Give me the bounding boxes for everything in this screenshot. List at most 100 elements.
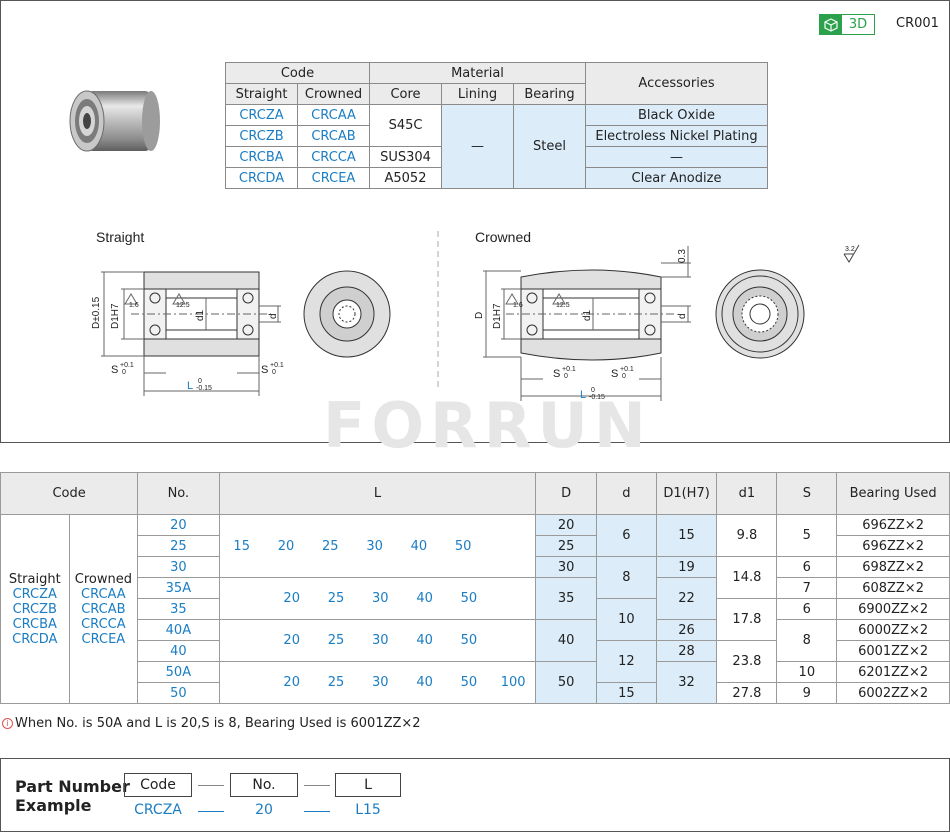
L-value[interactable]: 25 — [327, 675, 345, 690]
3d-model-button[interactable]: 3D — [819, 14, 875, 35]
L-value[interactable]: 100 — [500, 675, 526, 690]
D1-cell: 15 — [655, 514, 718, 557]
core-cell: SUS304 — [369, 146, 442, 168]
dim-L-tol-up: 0 — [198, 378, 202, 385]
code-crowned-cell[interactable]: CRCEA — [297, 167, 370, 189]
L-value[interactable]: 50 — [454, 538, 472, 554]
dim-crown-0-3: 0.3 — [677, 249, 688, 263]
d1-cell: 17.8 — [716, 598, 778, 641]
3d-label: 3D — [848, 17, 868, 32]
code-straight-cell[interactable]: CRCDA — [225, 167, 298, 189]
L-value[interactable]: 40 — [410, 538, 428, 554]
part-L-box: L — [335, 773, 401, 797]
S-cell: 6 — [776, 598, 838, 620]
no-cell[interactable]: 25 — [137, 535, 220, 557]
dim-D: D — [474, 312, 485, 319]
code-link[interactable]: CRCAA — [81, 586, 126, 602]
L-value[interactable]: 50 — [460, 633, 478, 648]
no-cell[interactable]: 50 — [137, 682, 220, 704]
code-link[interactable]: CRCEA — [81, 631, 126, 647]
product-info-panel: 3D CR001 Code Material Accessories Strai… — [0, 0, 950, 462]
material-header: Material — [369, 62, 586, 84]
dim-S-left: S — [553, 368, 560, 380]
code-link[interactable]: CRCCA — [81, 616, 126, 632]
d1-cell: 9.8 — [716, 514, 778, 557]
roughness-3-2: 3.2 — [845, 246, 855, 253]
accessories-header: Accessories — [585, 62, 768, 105]
L-value[interactable]: 30 — [366, 538, 383, 554]
L-value[interactable]: 40 — [416, 591, 433, 606]
technical-drawing: Straight Crowned — [91, 229, 860, 401]
L-value[interactable]: 30 — [372, 633, 389, 648]
code-link[interactable]: CRCBA — [12, 616, 57, 632]
part-no-box: No. — [230, 773, 298, 797]
L-value[interactable]: 25 — [322, 538, 339, 554]
D-cell: 35 — [535, 577, 598, 620]
L-value[interactable]: 20 — [283, 675, 300, 690]
no-cell[interactable]: 35 — [137, 598, 220, 620]
part-number-title-line2: Example — [15, 796, 92, 815]
d1-cell: 14.8 — [716, 556, 778, 599]
info-icon: i — [2, 718, 13, 729]
L-value[interactable]: 40 — [416, 675, 433, 690]
accessory-cell: Electroless Nickel Plating — [585, 125, 768, 147]
code-link[interactable]: CRCAB — [81, 601, 126, 617]
dim-L: L — [580, 389, 586, 401]
S-cell: 6 — [776, 556, 838, 578]
no-cell[interactable]: 30 — [137, 556, 220, 578]
crowned-header: Crowned — [297, 83, 370, 105]
no-cell[interactable]: 35A — [137, 577, 220, 599]
L-value[interactable]: 50 — [460, 675, 478, 690]
L-value[interactable]: 30 — [372, 591, 389, 606]
part-connector — [198, 785, 224, 786]
part-code-box: Code — [124, 773, 192, 797]
L-value[interactable]: 25 — [327, 633, 345, 648]
roller-product-image — [69, 90, 160, 152]
part-number-title-line1: Part Number — [15, 777, 130, 796]
D1-cell: 22 — [655, 577, 718, 620]
code-link[interactable]: CRCZA — [12, 586, 57, 602]
spec-code-header: Code — [0, 472, 139, 515]
bearing-cell: 6001ZZ×2 — [836, 640, 950, 662]
dim-D1: D1H7 — [492, 303, 503, 329]
code-straight-cell[interactable]: CRCBA — [225, 146, 298, 168]
S-cell: 7 — [776, 577, 838, 599]
part-code-value: CRCZA — [134, 802, 182, 818]
spec-d1-header: d1 — [716, 472, 778, 515]
L-value[interactable]: 25 — [327, 591, 345, 606]
L-cell: 20 25 30 40 50 — [218, 577, 537, 620]
code-link[interactable]: CRCDA — [12, 631, 58, 647]
straight-label: Straight — [8, 571, 61, 587]
spec-bearing-header: Bearing Used — [836, 472, 950, 515]
L-value[interactable]: 15 — [233, 538, 250, 554]
L-value[interactable]: 50 — [460, 591, 478, 606]
no-cell[interactable]: 40 — [137, 640, 220, 662]
dim-S-tol-up: +0.1 — [620, 366, 634, 373]
no-cell[interactable]: 50A — [137, 661, 220, 683]
roughness-symbol — [843, 244, 860, 263]
accessory-cell: Black Oxide — [585, 104, 768, 126]
core-header: Core — [369, 83, 442, 105]
spec-D-header: D — [535, 472, 598, 515]
code-crowned-cell[interactable]: CRCAA — [297, 104, 370, 126]
L-cell: 20 25 30 40 50 100 — [218, 661, 537, 704]
L-cell: 20 25 30 40 50 — [218, 619, 537, 662]
straight-title: Straight — [96, 229, 144, 245]
dim-L: L — [187, 380, 193, 392]
spec-note: i When No. is 50A and L is 20,S is 8, Be… — [2, 716, 421, 731]
roughness-1-6: 1.6 — [513, 302, 523, 309]
L-value[interactable]: 20 — [277, 538, 295, 554]
no-cell[interactable]: 40A — [137, 619, 220, 641]
L-value[interactable]: 20 — [283, 591, 300, 606]
dim-S-tol-up: +0.1 — [270, 362, 284, 369]
no-cell[interactable]: 20 — [137, 514, 220, 536]
spec-S-header: S — [776, 472, 838, 515]
L-value[interactable]: 30 — [372, 675, 389, 690]
L-value[interactable]: 20 — [283, 633, 300, 648]
d-cell: 10 — [596, 598, 657, 641]
code-link[interactable]: CRCZB — [12, 601, 57, 617]
straight-side-view — [101, 271, 281, 396]
D-cell: 25 — [535, 535, 598, 557]
L-value[interactable]: 40 — [416, 633, 433, 648]
part-connector — [304, 785, 330, 786]
